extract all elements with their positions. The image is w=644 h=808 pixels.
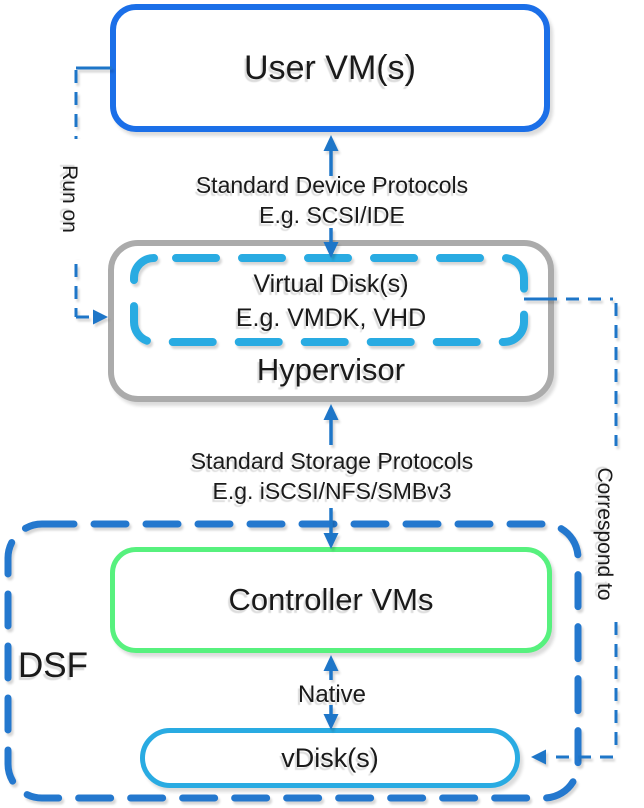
node-user-vm: User VM(s) [110,4,550,132]
native-label: Native [297,681,367,708]
correspond-to-label: Correspond to [591,454,617,614]
virtual-disk-label: Virtual Disk(s) [253,270,409,298]
device-protocols-label: Standard Device Protocols [195,172,469,198]
storage-protocols-label: Standard Storage Protocols [190,448,474,474]
correspond-arrowhead [531,749,546,765]
virtual-disk-sublabel: E.g. VMDK, VHD [235,304,427,332]
run-on-arrowhead [93,309,108,325]
node-vdisk: vDisk(s) [140,728,520,788]
device-protocols-sublabel: E.g. SCSI/IDE [259,202,405,228]
user-vm-label: User VM(s) [244,48,416,87]
storage-protocols-arrow-up [323,404,339,445]
dsf-label: DSF [18,646,88,685]
run-on-label: Run on [56,139,82,259]
vdisk-label: vDisk(s) [281,742,379,773]
node-controller-vms: Controller VMs [110,547,552,653]
hypervisor-label: Hypervisor [256,352,406,387]
device-protocols-arrow-up [323,135,339,176]
native-arrow-up [323,655,339,680]
storage-protocols-arrow-down [323,508,339,549]
controller-vms-label: Controller VMs [228,582,434,617]
storage-protocols-sublabel: E.g. iSCSI/NFS/SMBv3 [212,478,452,504]
